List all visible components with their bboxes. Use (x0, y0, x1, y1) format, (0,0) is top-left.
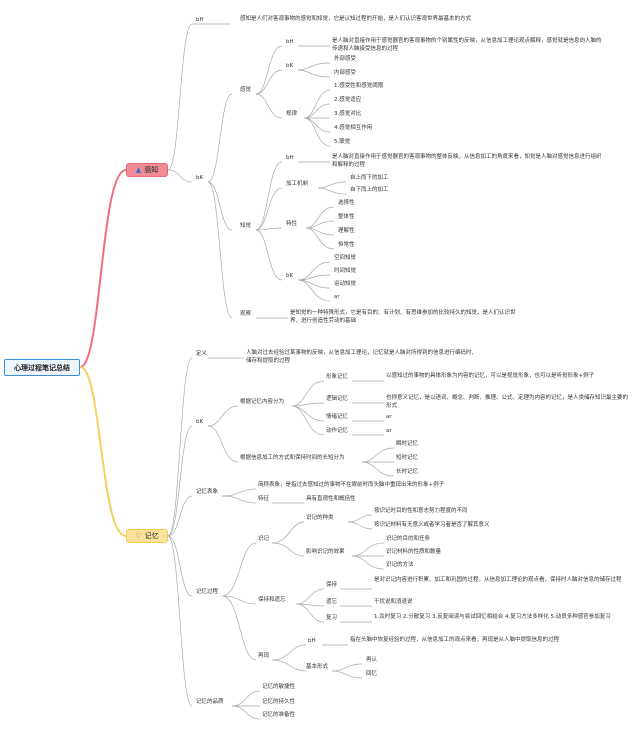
review-text[interactable]: 1.及时复习 2.分散复习 3.反复阅读与尝试回忆相结合 4.复习方法多样化 5… (374, 614, 611, 620)
heart-icon: ♡ (135, 531, 142, 540)
sensation-bh-text[interactable]: 是人脑对直接作用于感觉器官的客观事物的个别属性的反映，从信息加工理论观点解释，感… (332, 38, 602, 52)
content-type-label[interactable]: 形象记忆 (326, 374, 349, 380)
percept-bk-item[interactable]: 空间知觉 (334, 255, 357, 261)
content-type-label[interactable]: 动作记忆 (326, 428, 349, 434)
representation-definition[interactable]: 简称表象，是指过去感知过的事物不在眼前时而头脑中重现出来的形象+例子 (258, 482, 445, 488)
observation-label[interactable]: 观察 (240, 311, 252, 317)
perception-bh-label[interactable]: bH (196, 17, 204, 23)
by-time-item[interactable]: 瞬时记忆 (396, 441, 419, 447)
representation-feature-label[interactable]: 特征 (258, 496, 270, 502)
recall-forms-label[interactable]: 基本形式 (306, 664, 329, 670)
sensation-law-label[interactable]: 规律 (286, 111, 298, 117)
memory-quality-label[interactable]: 记忆的品质 (196, 699, 224, 705)
recall-bh-text[interactable]: 指在头脑中恢复经验的过程，从信息加工的观点来看，再现是从人脑中提取信息的过程 (350, 637, 560, 643)
percept-trait-item[interactable]: 选择性 (338, 200, 355, 206)
sensation-bh-label[interactable]: bH (286, 39, 294, 45)
memory-bk-label[interactable]: bK (196, 419, 204, 425)
encode-effect-item[interactable]: 识记的方法 (386, 562, 414, 568)
percept-bk-item[interactable]: 运动知觉 (334, 281, 357, 287)
sensation-law-item[interactable]: 3.感觉对比 (334, 111, 362, 117)
percept-bk-item[interactable]: 时间知觉 (334, 268, 357, 274)
observation-text[interactable]: 是知觉的一种特殊形式，它是有目的、有计划、有思维参加的比较持久的知觉，是人们认识… (290, 310, 516, 324)
percept-trait-item[interactable]: 理解性 (338, 228, 355, 234)
sensation-bk-item[interactable]: 外部感受 (334, 56, 357, 62)
by-time-item[interactable]: 短时记忆 (396, 455, 419, 461)
percept-bk-item[interactable]: ar (334, 294, 340, 300)
percept-bh-label[interactable]: bH (286, 155, 294, 161)
memory-process-label[interactable]: 记忆过程 (196, 589, 219, 595)
content-type-label[interactable]: 情绪记忆 (326, 414, 349, 420)
encode-effect-item[interactable]: 识记的目的和任务 (386, 536, 431, 542)
sensation-bk-item[interactable]: 内部感受 (334, 70, 357, 76)
encode-label[interactable]: 识记 (258, 536, 270, 542)
memory-node[interactable]: ♡ 记忆 (126, 529, 168, 543)
encode-effect-label[interactable]: 影响识记的效果 (306, 549, 345, 555)
root-node[interactable]: 心理过程笔记总结 (4, 359, 80, 376)
sensation-law-item[interactable]: 2.感觉适应 (334, 97, 362, 103)
sensation-bk-label[interactable]: bK (286, 63, 294, 69)
encode-types-item[interactable]: 按识记时目的性和意志努力程度的不同 (374, 508, 468, 514)
encode-types-label[interactable]: 识记的种类 (306, 515, 334, 521)
memory-label: 记忆 (144, 532, 159, 540)
percept-trait-item[interactable]: 整体性 (338, 214, 355, 220)
memory-definition-text[interactable]: 人脑对过去经验过某事物的反映，从信息加工理论，记忆就是人脑对所得到的信息进行编码… (246, 350, 478, 364)
keep-label[interactable]: 保持 (326, 582, 338, 588)
encode-effect-item[interactable]: 识记材料的性质和数量 (386, 549, 442, 555)
percept-trait-item[interactable]: 恒常性 (338, 242, 355, 248)
content-type-text[interactable]: 也称意义记忆，是以语词、概念、判断、推理、公式、定理为内容的记忆，是人类储存知识… (386, 395, 629, 409)
content-type-label[interactable]: 逻辑记忆 (326, 396, 349, 402)
memory-definition-label[interactable]: 定义 (196, 351, 208, 357)
fire-icon: ▲ (135, 165, 142, 174)
memory-quality-item[interactable]: 记忆的敏捷性 (262, 684, 296, 690)
content-type-text[interactable]: 以感知过的事物的具体形象为内容的记忆，可以是视觉形象，也可以是听觉形象+例子 (386, 373, 595, 379)
forget-text[interactable]: 干扰说和消退说 (374, 599, 413, 605)
sensation-label[interactable]: 感觉 (240, 87, 252, 93)
perception-label: 感知 (144, 166, 159, 174)
representation-feature-text[interactable]: 具有直观性和概括性 (306, 496, 356, 502)
by-time-item[interactable]: 长时记忆 (396, 469, 419, 475)
sensation-law-item[interactable]: 1.感受性和感觉阈限 (334, 83, 384, 89)
by-time-label[interactable]: 根据信息加工的方式和保持时间的长短分为 (240, 455, 345, 461)
recall-bh-label[interactable]: bH (308, 638, 316, 644)
recall-form-item[interactable]: 回忆 (366, 671, 378, 677)
encode-types-item[interactable]: 按识记材料有无意义或者学习者是否了解其意义 (374, 522, 490, 528)
percept-processing-item[interactable]: 自上而下的加工 (350, 175, 389, 181)
keep-text[interactable]: 是对识记内容进行积累、加工和巩固的过程。从信息加工理论的观点看，保持时人脑对信息… (374, 577, 622, 583)
percept-label[interactable]: 知觉 (240, 223, 252, 229)
content-type-text[interactable]: ar (386, 414, 392, 420)
percept-bk-label[interactable]: bK (286, 273, 294, 279)
review-label[interactable]: 复习 (326, 615, 338, 621)
perception-bh-text[interactable]: 感知是人们对客观事物的感觉和知觉，它是认知过程的开始，是人们认识客观世界最基本的… (240, 16, 472, 22)
percept-processing-label[interactable]: 加工机制 (286, 181, 309, 187)
representation-label[interactable]: 记忆表象 (196, 489, 219, 495)
recall-label[interactable]: 再现 (258, 653, 270, 659)
content-type-text[interactable]: ar (386, 428, 392, 434)
percept-bh-text[interactable]: 是人脑对直接作用于感觉器官的客观事物的整体反映，从信息加工的角度来看，知觉是人脑… (332, 154, 602, 168)
perception-bk-label[interactable]: bK (196, 175, 204, 181)
by-content-label[interactable]: 根据记忆内容分为 (240, 399, 285, 405)
percept-processing-item[interactable]: 自下而上的加工 (350, 187, 389, 193)
memory-quality-item[interactable]: 记忆的准备性 (262, 712, 296, 718)
forget-label[interactable]: 遗忘 (326, 599, 338, 605)
perception-node[interactable]: ▲ 感知 (126, 163, 168, 177)
percept-traits-label[interactable]: 特性 (286, 221, 298, 227)
memory-quality-item[interactable]: 记忆的持久性 (262, 699, 296, 705)
sensation-law-item[interactable]: 5.联觉 (334, 139, 351, 145)
sensation-law-item[interactable]: 4.感觉相互作用 (334, 125, 373, 131)
recall-form-item[interactable]: 再认 (366, 657, 378, 663)
retain-label[interactable]: 保持和遗忘 (258, 597, 286, 603)
